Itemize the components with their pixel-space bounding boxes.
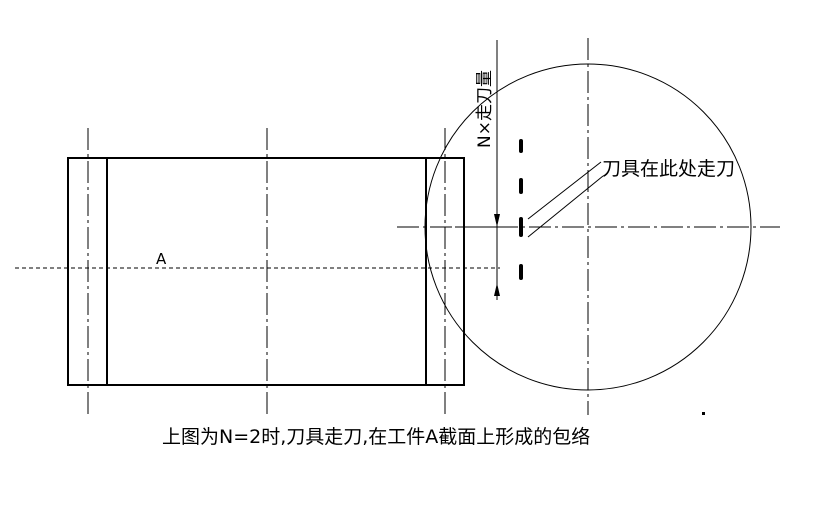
leader-note-text: 刀具在此处走刀	[602, 158, 735, 180]
diagram-caption: 上图为N=2时,刀具走刀,在工件A截面上形成的包络	[162, 426, 590, 448]
dimension-arrow-upper	[494, 214, 500, 227]
cutter-circle-view	[397, 38, 780, 415]
section-a-label: A	[156, 250, 167, 268]
feed-dimension: N×走刀量	[455, 40, 505, 300]
dimension-label: N×走刀量	[475, 70, 495, 148]
dimension-arrow-lower	[494, 283, 500, 296]
leader-line-upper	[527, 161, 602, 220]
leader-note: 刀具在此处走刀	[527, 158, 735, 238]
workpiece-outline	[67, 157, 465, 386]
leader-line-lower	[527, 175, 604, 238]
stray-dot	[702, 412, 705, 415]
workpiece-side-view: A	[15, 128, 500, 415]
